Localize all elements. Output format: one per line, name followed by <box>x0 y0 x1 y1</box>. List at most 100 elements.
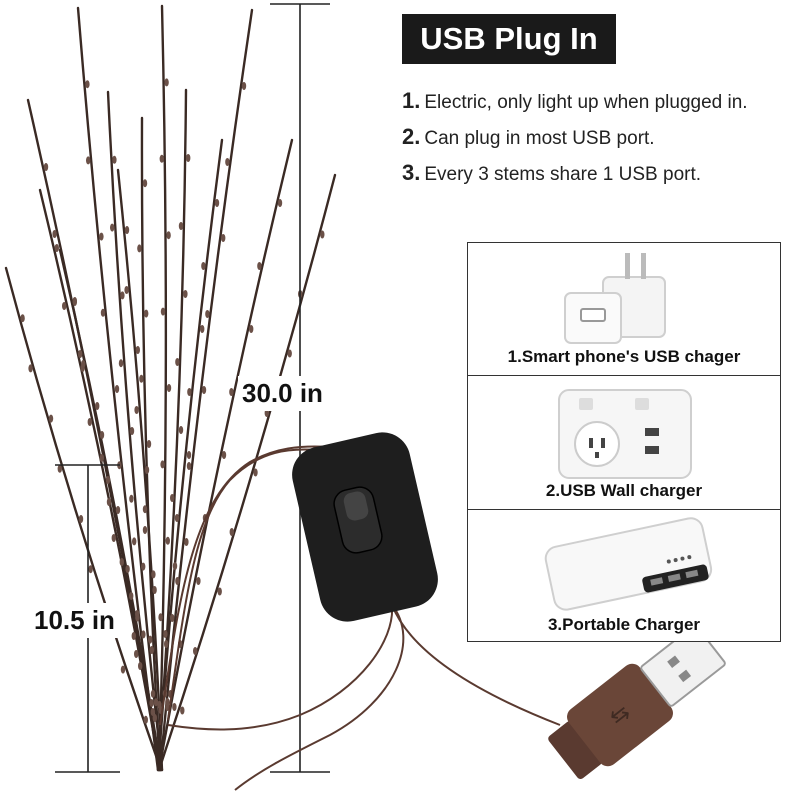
branch-bud <box>88 565 93 574</box>
branch-bud <box>221 234 226 242</box>
branch-stem <box>76 6 160 772</box>
branch-bud <box>184 538 189 546</box>
branch-bud <box>137 244 142 253</box>
branch-bud <box>148 635 153 644</box>
branch-bud <box>277 199 283 207</box>
branch-bud <box>241 82 247 90</box>
branch-bud <box>159 154 164 163</box>
feature-item: 2.Can plug in most USB port. <box>402 124 655 149</box>
branch-bud <box>142 526 148 534</box>
branch-bud <box>139 374 144 383</box>
branch-bud <box>160 460 165 469</box>
branch-bud <box>61 302 67 310</box>
branch-bud <box>165 536 170 545</box>
branch-bud <box>81 360 86 368</box>
total-height-label: 30.0 in <box>238 376 327 411</box>
branch-bud <box>131 632 136 640</box>
branch-bud <box>150 708 155 716</box>
branch-bud <box>110 223 115 232</box>
branch-stem <box>140 116 162 772</box>
branch-bud <box>142 505 148 514</box>
branch-bud <box>99 232 104 241</box>
branch-bud <box>120 665 126 674</box>
branch-bud <box>142 179 148 188</box>
branch-bud <box>141 630 146 639</box>
branch-bud <box>186 462 192 470</box>
charger-option-phone: 1.Smart phone's USB chager <box>468 243 780 376</box>
power-bank-icon <box>544 517 713 611</box>
branch-bud <box>178 426 184 434</box>
branch-bud <box>164 78 169 87</box>
branch-bud <box>186 451 192 459</box>
branch-stem <box>157 138 294 772</box>
branch-bud <box>186 154 191 162</box>
branch-bud <box>124 226 130 234</box>
branch-bud <box>166 384 172 392</box>
branch-bud <box>118 359 124 368</box>
branch-bud <box>85 80 90 89</box>
branch-bud <box>135 346 140 354</box>
branch-bud <box>172 562 178 570</box>
branch-bud <box>54 244 59 252</box>
branch-stem <box>116 168 164 772</box>
branch-bud <box>28 364 33 373</box>
branch-bud <box>99 431 105 439</box>
branch-bud <box>152 714 157 722</box>
branch-bud <box>221 451 227 459</box>
branch-bud <box>124 286 129 294</box>
branch-bud <box>134 406 139 414</box>
branch-bud <box>129 592 134 600</box>
branch-bud <box>149 646 154 654</box>
branch-bud <box>287 349 292 358</box>
charger-option-portable: 3.Portable Charger <box>468 510 780 643</box>
branch-bud <box>157 700 162 709</box>
inline-switch <box>292 432 438 622</box>
branch-bud <box>163 630 168 638</box>
branch-bud <box>100 308 106 317</box>
branch-bud <box>111 534 117 542</box>
branch-bud <box>57 464 62 473</box>
branch-bud <box>164 640 169 648</box>
branch-bud <box>48 414 54 423</box>
branch-bud <box>193 647 198 655</box>
branch-bud <box>114 385 120 393</box>
branch-bud <box>129 494 134 503</box>
branch-bud <box>200 325 205 333</box>
page-title: USB Plug In <box>402 14 616 64</box>
usb-wall-socket-icon <box>558 389 692 479</box>
branch-stem <box>106 90 164 772</box>
branch-bud <box>229 528 234 536</box>
branch-bud <box>160 307 166 316</box>
branch-bud <box>112 155 117 164</box>
branch-bud <box>201 262 206 270</box>
branch-stem <box>38 188 162 772</box>
branch-bud <box>72 298 78 306</box>
branch-bud <box>170 614 175 622</box>
branch-bud <box>86 156 91 165</box>
branch-bud <box>174 514 180 522</box>
branch-bud <box>105 476 111 484</box>
branch-bud <box>183 290 188 298</box>
branch-bud <box>125 565 130 573</box>
charger-options-panel: 1.Smart phone's USB chager 2.USB Wall ch… <box>467 242 781 642</box>
branch-bud <box>87 418 93 426</box>
branch-bud <box>175 358 180 366</box>
branch-stem <box>58 248 163 772</box>
branch-bud <box>180 706 185 715</box>
branch-bud <box>115 506 121 514</box>
branch-bud <box>172 703 177 711</box>
branch-bud <box>78 515 84 523</box>
branch-stem <box>157 4 168 772</box>
feature-item: 3.Every 3 stems share 1 USB port. <box>402 160 702 185</box>
branch-bud <box>170 494 175 502</box>
branch-bud <box>158 613 163 622</box>
branch-bud <box>214 199 220 207</box>
branch-bud <box>229 388 234 396</box>
branch-bud <box>264 409 269 417</box>
branch-bud <box>20 314 25 323</box>
branch-bud <box>257 262 262 270</box>
stem-height-label: 10.5 in <box>30 603 119 638</box>
branch-bud <box>134 650 139 658</box>
branch-bud <box>52 230 57 238</box>
branch-bud <box>225 158 230 166</box>
